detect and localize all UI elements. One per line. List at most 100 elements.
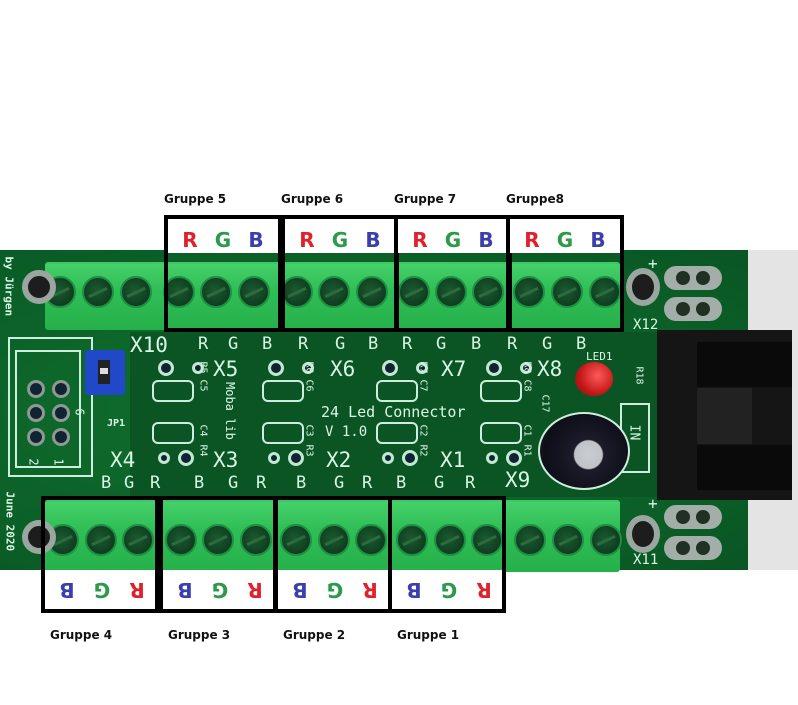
component-label: C1 [521,424,533,437]
label-strip [161,570,274,610]
connector-label-x9: X9 [505,468,531,492]
jumper-pin-label-6: 6 [72,408,87,416]
component-label: C5 [197,379,209,392]
rgb-letter-g: G [444,228,462,252]
terminal-screw[interactable] [280,524,312,556]
resistor-pad [302,362,314,374]
terminal-screw[interactable] [122,524,154,556]
connector-label-x10: X10 [130,333,168,357]
terminal-screw[interactable] [398,276,430,308]
pin-label: R [198,334,209,354]
power-pad [664,505,722,529]
connector-label-x4: X4 [110,448,136,472]
terminal-screw[interactable] [82,276,114,308]
connector-label-x6: X6 [330,357,356,381]
pin-label: G [542,334,553,354]
isp-pin [52,380,70,398]
terminal-screw[interactable] [589,276,621,308]
terminal-screw[interactable] [318,276,350,308]
component-label: R6 [303,361,315,374]
component-label: C6 [303,379,315,392]
capacitor-footprint [152,422,194,444]
isp-pin [52,404,70,422]
pin-label: B [262,334,273,354]
resistor-pad [520,362,532,374]
label-strip [508,216,621,253]
author-text: by Jürgen [2,256,16,317]
pin-label: R [256,473,267,493]
group-box-7[interactable] [394,215,512,332]
terminal-screw[interactable] [396,524,428,556]
mounting-hole-bottom-right [626,515,660,553]
component-label: R1 [521,444,533,457]
terminal-screw[interactable] [551,276,583,308]
resistor-pad [382,360,398,376]
rgb-letter-b: B [590,228,606,252]
board-title: 24 Led Connector [321,403,466,421]
pin-label: G [228,334,239,354]
rgb-letter-r: R [362,578,378,602]
rgb-letter-b: B [406,578,422,602]
jumper-pin-label-2: 2 [26,458,41,466]
pin-label: B [471,334,482,354]
capacitor-footprint [262,380,304,402]
resistor-pad [416,362,428,374]
component-label: C8 [521,379,533,392]
group-box-5[interactable] [164,215,282,332]
terminal-screw[interactable] [513,276,545,308]
terminal-screw[interactable] [590,524,622,556]
pin-label: G [434,473,445,493]
terminal-screw[interactable] [356,276,388,308]
connector-label-x12: X12 [633,317,659,333]
group-box-4[interactable] [41,496,159,613]
label-strip [390,570,503,610]
terminal-screw[interactable] [85,524,117,556]
terminal-screw[interactable] [514,524,546,556]
group-box-1[interactable] [388,496,506,613]
terminal-screw[interactable] [120,276,152,308]
component-label: R3 [303,444,315,457]
connector-label-x1: X1 [440,448,466,472]
date-text: June 2020 [3,491,17,552]
isp-pin [27,380,45,398]
board-version: V 1.0 [325,424,368,440]
connector-label-x2: X2 [326,448,352,472]
terminal-screw[interactable] [200,276,232,308]
pin-label: B [576,334,587,354]
group-label-top: Gruppe8 [506,192,564,206]
label-strip [283,216,396,253]
mounting-hole-bottom-left [22,520,56,554]
power-pad [664,297,722,321]
terminal-screw[interactable] [202,524,234,556]
capacitor-footprint [376,422,418,444]
jumper-jp1 [85,350,125,395]
pin-label: G [436,334,447,354]
rgb-letter-r: R [412,228,428,252]
capacitor [538,412,630,490]
pin-label: R [362,473,373,493]
rgb-letter-g: G [326,578,344,602]
terminal-screw[interactable] [318,524,350,556]
resistor-pad [158,360,174,376]
label-jp1: JP1 [107,418,126,429]
terminal-screw[interactable] [355,524,387,556]
terminal-screw[interactable] [471,524,503,556]
pin-label: B [396,473,407,493]
terminal-screw[interactable] [435,276,467,308]
led1 [575,362,613,396]
terminal-screw[interactable] [552,524,584,556]
label-r18: R18 [633,366,645,385]
terminal-screw[interactable] [240,524,272,556]
group-box-8[interactable] [506,215,624,332]
component-label: R7 [417,361,429,374]
pin-label: B [194,473,205,493]
group-label-bottom: Gruppe 3 [168,628,231,642]
component-label: C4 [197,424,209,437]
terminal-screw[interactable] [472,276,504,308]
resistor-pad [268,360,284,376]
terminal-screw[interactable] [434,524,466,556]
jumper-pin-label-1: 1 [51,458,66,466]
terminal-screw[interactable] [165,524,197,556]
resistor-pad [486,360,502,376]
terminal-screw[interactable] [238,276,270,308]
